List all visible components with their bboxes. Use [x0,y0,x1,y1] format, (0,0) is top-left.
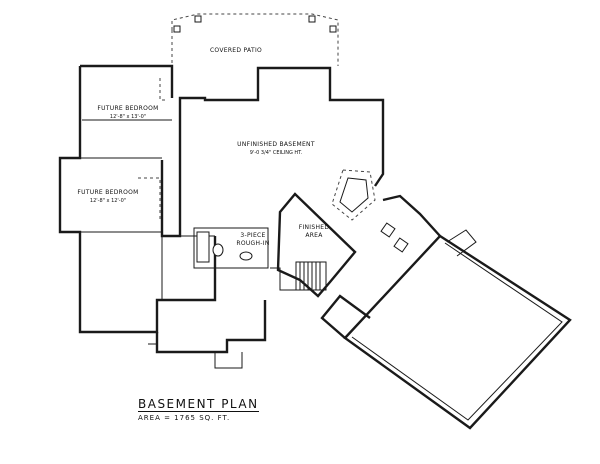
patio-post [329,25,337,33]
bathroom-label-line1: 3-PIECE [240,232,265,239]
covered-patio [171,13,339,70]
patio-post [308,15,316,23]
toilet [212,243,224,257]
bottom-bumpout [148,343,243,369]
bedroom-1-dimensions: 12'-8" x 13'-0" [110,114,146,120]
unfinished-basement-label: UNFINISHED BASEMENT [237,141,315,148]
sink [239,251,253,261]
unfinished-basement-ceiling: 9'-0 3/4" CEILING HT. [250,150,303,156]
interior-partitions [80,78,215,300]
finished-area-label-line2: AREA [305,232,323,239]
bedroom-2-label: FUTURE BEDROOM [77,189,138,196]
garage [320,194,572,430]
bathroom-label-line2: ROUGH-IN [236,240,269,247]
patio-post [173,25,181,33]
finished-area-label-line1: FINISHED [299,224,330,231]
finished-area-wing [270,192,357,298]
covered-patio-label: COVERED PATIO [210,47,262,54]
plan-area: AREA = 1765 SQ. FT. [138,414,231,422]
bathroom-rough-in [193,227,269,269]
bedroom-2-dimensions: 12'-8" x 12'-0" [90,198,126,204]
storage-alcove [331,169,376,221]
plan-title: BASEMENT PLAN [138,397,259,412]
bathtub [196,231,210,263]
room-labels: COVERED PATIO FUTURE BEDROOM 12'-8" x 13… [77,47,329,247]
mechanical-box [380,222,396,238]
patio-post [194,15,202,23]
mechanical-box [393,237,409,253]
bedroom-1-label: FUTURE BEDROOM [97,105,158,112]
